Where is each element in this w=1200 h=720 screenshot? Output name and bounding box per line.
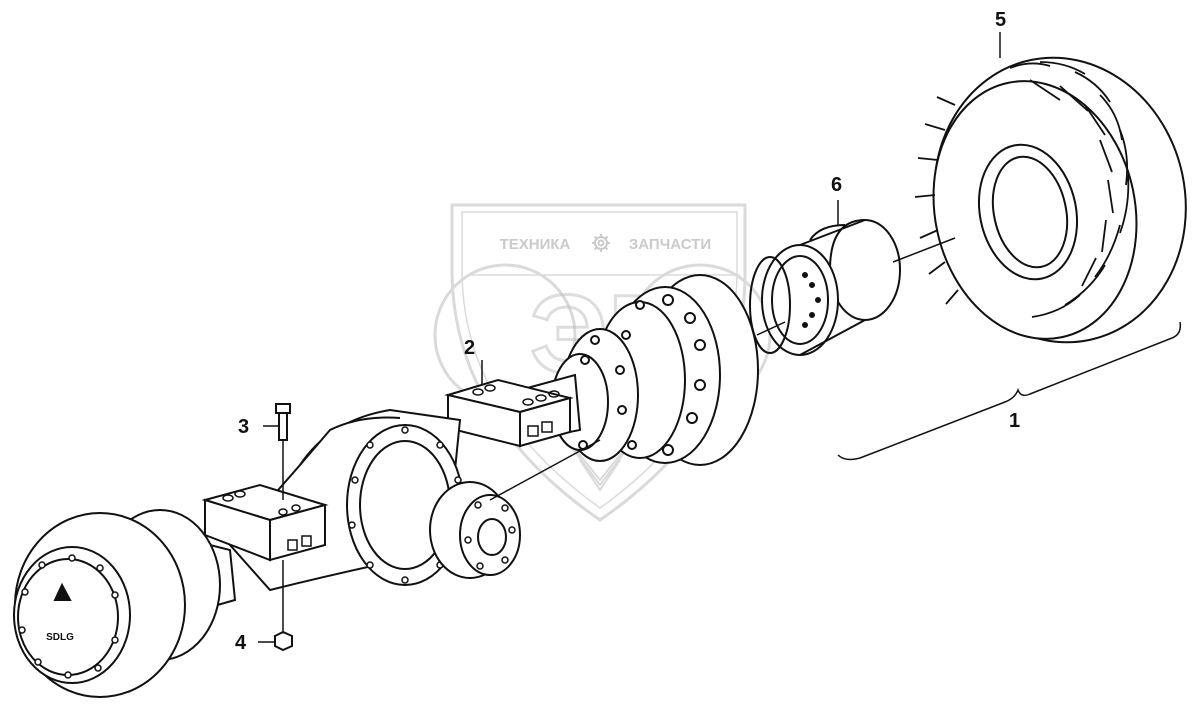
watermark-right-word: ЗАПЧАСТИ (629, 236, 711, 253)
rim-to-tire-axis (892, 237, 956, 263)
bolt (275, 403, 291, 441)
callout-6: 6 (831, 174, 843, 196)
nut (274, 630, 293, 652)
tire-tread (914, 61, 1130, 318)
rim (761, 219, 901, 356)
right-mount-block (444, 378, 574, 448)
hub-to-flange-axis (489, 439, 601, 501)
hub-bolts (578, 294, 706, 456)
callout-3: 3 (238, 416, 250, 438)
left-wheel-hub: SDLG (13, 509, 237, 698)
left-mount-block (201, 483, 329, 562)
ring-to-rim-axis (756, 321, 786, 336)
gear-icon (592, 234, 610, 252)
callout-1: 1 (1009, 410, 1021, 432)
lock-ring (749, 256, 791, 354)
assembly-bracket-1 (837, 321, 1182, 461)
callout-5: 5 (995, 9, 1007, 31)
callout-4: 4 (235, 632, 247, 654)
tire (914, 56, 1187, 344)
watermark-left-word: ТЕХНИКА (500, 236, 571, 253)
leader-lines (258, 32, 1182, 643)
hub-marking: SDLG (46, 632, 74, 643)
callout-2: 2 (464, 337, 476, 359)
